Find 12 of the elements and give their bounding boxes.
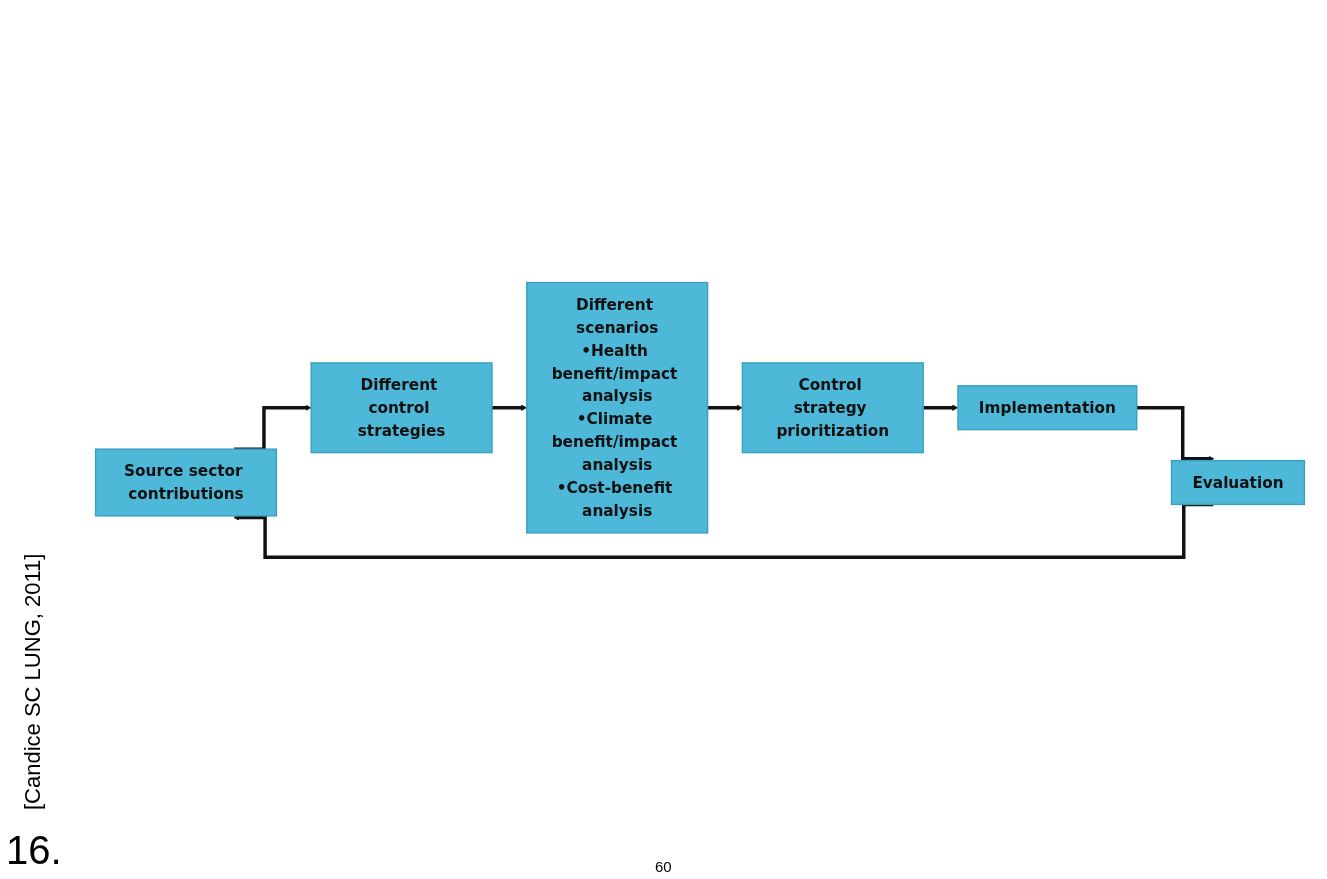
arrow [1136,406,1215,462]
arrow [234,404,312,451]
slide-number: 16. [6,828,62,873]
node-box: Control strategy prioritization [741,362,924,454]
node-box: Source sector contributions [94,448,278,517]
node-box: Different control strategies [310,362,493,454]
page-number: 60 [655,858,672,875]
node-box: Implementation [957,385,1138,431]
citation: [Candice SC LUNG, 2011] [20,553,46,810]
node-box: Different scenarios •Health benefit/impact analysis •Climate benefit/impact analysis •Cost-benefit analysis [526,281,709,534]
node-box: Evaluation [1170,460,1306,506]
arrow [707,404,743,411]
